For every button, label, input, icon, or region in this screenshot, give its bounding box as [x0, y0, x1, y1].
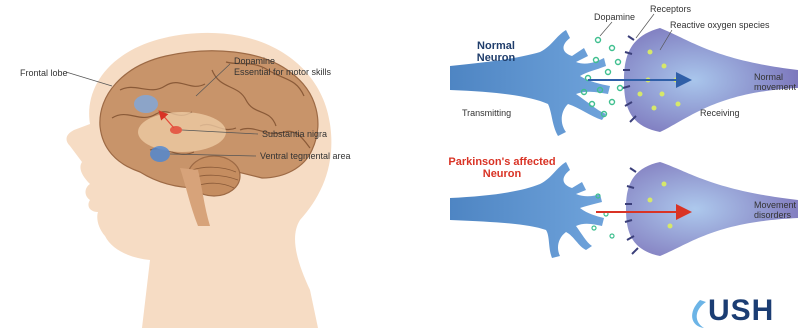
- label-dopamine-note: Essential for motor skills: [234, 67, 331, 77]
- parkinsons-neuron-title-line1: Parkinson's affected: [444, 156, 560, 168]
- label-frontal-lobe: Frontal lobe: [20, 68, 68, 78]
- normal-neuron-title-line2: Neuron: [468, 52, 524, 64]
- ush-logo-mark: [692, 300, 706, 328]
- label-movement-disorders-line2: disorders: [754, 210, 791, 220]
- vta-spot: [150, 146, 170, 162]
- label-neuron-dopamine: Dopamine: [594, 12, 635, 22]
- label-ventral-tegmental-area: Ventral tegmental area: [260, 151, 351, 161]
- ush-logo-text: USH: [708, 294, 774, 328]
- label-reactive-oxygen-species: Reactive oxygen species: [670, 20, 770, 30]
- label-dopamine: Dopamine: [234, 56, 275, 66]
- normal-neuron-title-line1: Normal: [468, 40, 524, 52]
- normal-neuron-title: Normal Neuron: [468, 40, 524, 64]
- leader-neuron-dopamine: [600, 22, 612, 36]
- label-receptors: Receptors: [650, 4, 691, 14]
- substantia-nigra-spot: [170, 126, 182, 134]
- label-normal-movement-line1: Normal: [754, 72, 783, 82]
- brain-inner-region: [138, 112, 226, 152]
- label-substantia-nigra: Substantia nigra: [262, 129, 327, 139]
- parkinsons-neuron-title-line2: Neuron: [444, 168, 560, 180]
- dopamine-region: [134, 95, 158, 113]
- label-receiving: Receiving: [700, 108, 740, 118]
- parkinsons-neuron-title: Parkinson's affected Neuron: [444, 156, 560, 180]
- label-transmitting: Transmitting: [462, 108, 511, 118]
- label-movement-disorders-line1: Movement: [754, 200, 796, 210]
- label-normal-movement-line2: movement: [754, 82, 796, 92]
